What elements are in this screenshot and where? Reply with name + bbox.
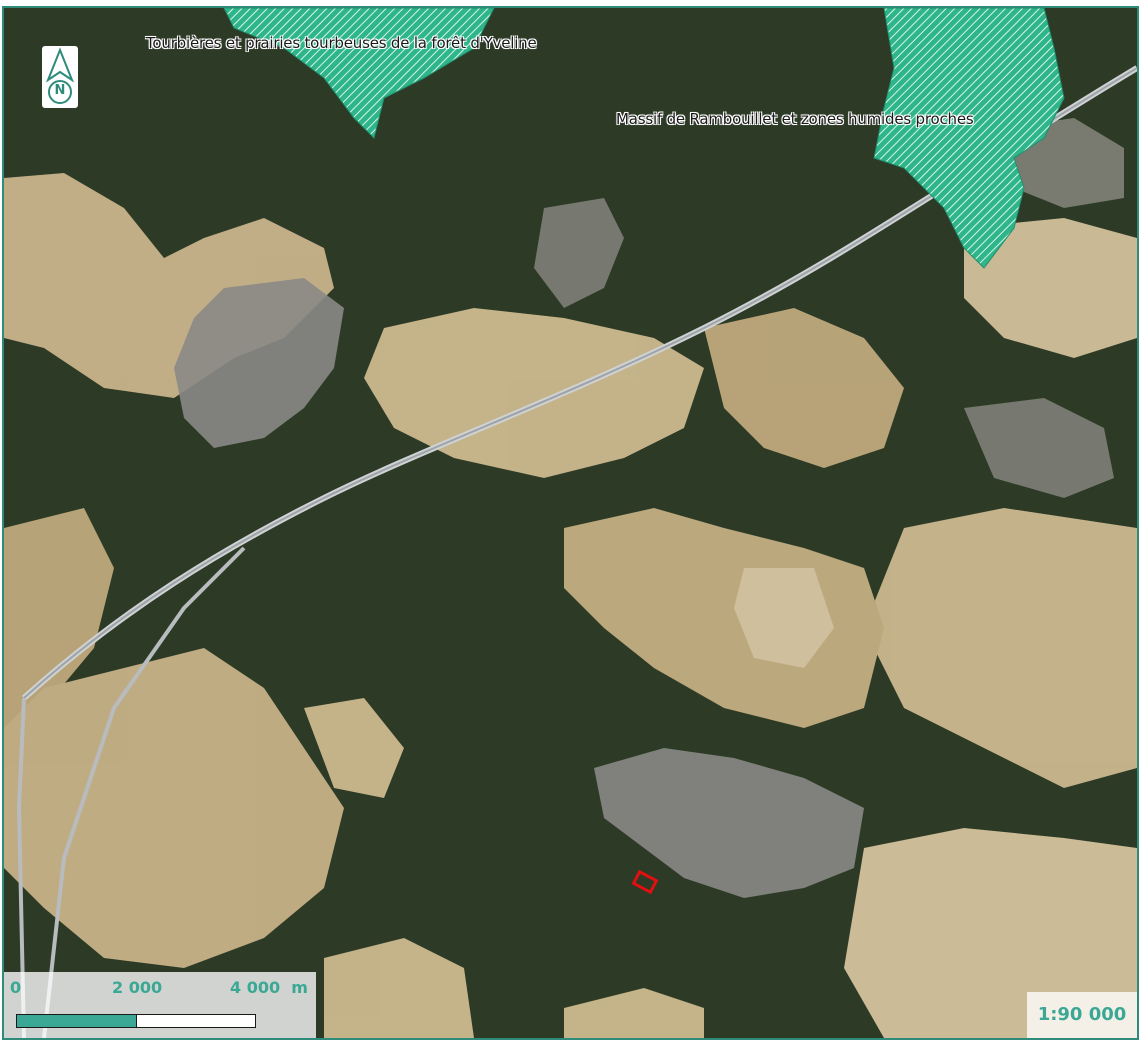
scale-bar: 0 2 000 4 000 m <box>4 972 316 1038</box>
zone-massif-rambouillet <box>873 8 1065 269</box>
aerial-map[interactable] <box>4 8 1137 1038</box>
scale-bar-segment-1 <box>17 1015 136 1027</box>
north-arrow-icon <box>45 47 75 104</box>
scale-label-4000: 4 000 m <box>230 978 308 997</box>
zone-label-massif-rambouillet: Massif de Rambouillet et zones humides p… <box>616 110 974 128</box>
scale-label-2000: 2 000 <box>112 978 163 997</box>
scale-ratio: 1:90 000 <box>1027 992 1137 1038</box>
map-frame: Tourbières et prairies tourbeuses de la … <box>2 6 1139 1040</box>
north-arrow: N <box>42 46 78 108</box>
zone-label-tourbieres: Tourbières et prairies tourbeuses de la … <box>146 34 537 52</box>
zone-tourbieres <box>223 8 495 139</box>
scale-bar-segment-2 <box>136 1015 255 1027</box>
north-letter: N <box>54 83 66 98</box>
scale-bar-graphic <box>16 1014 256 1028</box>
scale-label-0: 0 <box>10 978 22 997</box>
